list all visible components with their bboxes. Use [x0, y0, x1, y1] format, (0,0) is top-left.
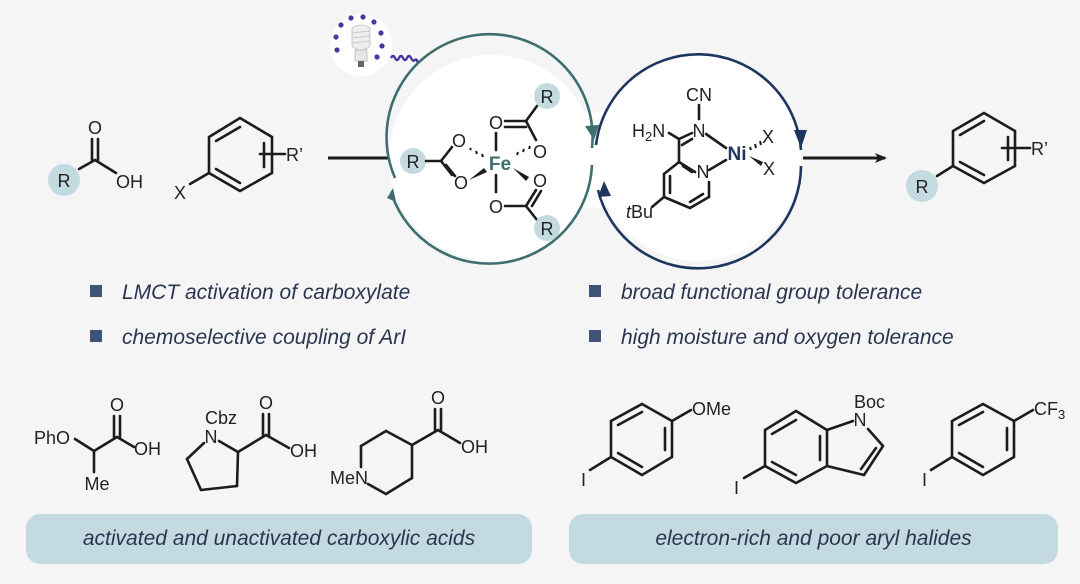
aryl-example-iodoanisole: OMe I [581, 399, 731, 490]
i-label: I [922, 470, 927, 490]
light-wave [389, 54, 420, 65]
ni-cycle-fill [595, 55, 801, 261]
fe-cycle-arc-top [385, 32, 594, 179]
o-label: O [431, 388, 445, 408]
r-label: R [541, 219, 554, 239]
x-label: X [174, 183, 186, 203]
acid-example-cbz-proline: Cbz N O OH [185, 393, 317, 492]
bullet-icon [90, 285, 102, 297]
cbz-label: Cbz [205, 408, 237, 428]
ni-label: Ni [728, 144, 747, 165]
r-label: R [541, 87, 554, 107]
carboxylic-acid-reactant: R O OH [48, 118, 143, 196]
x-label: X [762, 127, 774, 147]
cn-label: CN [686, 85, 712, 105]
fe-cycle-arc-bottom [390, 164, 594, 265]
r-highlight [906, 170, 938, 202]
n-label: N [697, 162, 710, 182]
i-label: I [581, 470, 586, 490]
boc-label: Boc [854, 392, 885, 412]
o-label: O [88, 118, 102, 138]
bullet-icon [90, 330, 102, 342]
ni-cycle-arrowhead [598, 181, 611, 197]
feature-item: chemoselective coupling of ArI [90, 326, 406, 350]
o-label: O [533, 142, 547, 162]
ni-cycle-arc-top [594, 53, 803, 151]
iron-carboxylate-complex: R O O Fe O O R O O R [400, 83, 560, 241]
o-label: O [489, 113, 503, 133]
ni-cycle-arrowhead [794, 130, 807, 148]
feature-item: LMCT activation of carboxylate [90, 281, 410, 305]
o-label: O [533, 171, 547, 191]
aryl-example-boc-iodoindole: N Boc I [734, 392, 885, 498]
i-label: I [734, 478, 739, 498]
r-highlight [48, 164, 80, 196]
oh-label: OH [134, 439, 161, 459]
x-label: X [763, 159, 775, 179]
oh-label: OH [116, 172, 143, 192]
bullet-icon [589, 330, 601, 342]
feature-text: high moisture and oxygen tolerance [621, 326, 954, 349]
bullet-icon [589, 285, 601, 297]
cf3-label: CF3 [1034, 399, 1065, 422]
acids-caption: activated and unactivated carboxylic aci… [26, 514, 532, 564]
n-label: N [205, 427, 218, 447]
acid-example-methylpiperidine: MeN O OH [330, 388, 488, 496]
ni-cycle-arc-bottom [596, 165, 803, 270]
light-dots [333, 14, 385, 60]
pho-label: PhO [34, 428, 70, 448]
feature-text: broad functional group tolerance [621, 281, 923, 304]
iron-catalytic-cycle [385, 32, 599, 265]
r-label: R [58, 171, 71, 191]
men-label: MeN [330, 468, 368, 488]
feature-text: chemoselective coupling of ArI [122, 326, 407, 349]
feature-text: LMCT activation of carboxylate [122, 281, 411, 304]
o-label: O [110, 395, 124, 415]
r-prime-label: R’ [1031, 139, 1048, 159]
h2n-label: H2N [632, 121, 665, 144]
oh-label: OH [461, 437, 488, 457]
aryl-halides-caption: electron-rich and poor aryl halides [569, 514, 1058, 564]
tbu-label: tBu [626, 202, 653, 222]
n-label: N [854, 410, 867, 430]
o-label: O [454, 173, 468, 193]
r-label: R [916, 177, 929, 197]
feature-item: broad functional group tolerance [589, 281, 922, 305]
me-label: Me [84, 474, 109, 494]
nickel-amidine-complex: CN N H2N Ni X X N tBu [626, 85, 775, 222]
aryl-halide-reactant: X R’ [174, 116, 303, 203]
nickel-catalytic-cycle [594, 53, 807, 270]
feature-item: high moisture and oxygen tolerance [589, 326, 954, 350]
caption-text: electron-rich and poor aryl halides [655, 527, 972, 550]
fe-cycle-arrowhead [387, 188, 396, 202]
light-bulb-icon [351, 24, 371, 67]
o-label: O [489, 197, 503, 217]
caption-text: activated and unactivated carboxylic aci… [82, 527, 476, 550]
n-label: N [693, 121, 706, 141]
ome-label: OMe [692, 399, 731, 419]
fe-cycle-arrowhead [585, 125, 599, 140]
light-source [330, 14, 420, 76]
cross-coupled-product: R’ R [906, 111, 1048, 202]
oh-label: OH [290, 441, 317, 461]
aryl-example-iodobenzotrifluoride: CF3 I [922, 399, 1065, 490]
acid-example-2-phenoxypropanoic: PhO Me O OH [34, 395, 161, 494]
r-label: R [407, 152, 420, 172]
r-prime-label: R’ [286, 145, 303, 165]
o-label: O [452, 131, 466, 151]
o-label: O [259, 393, 273, 413]
fe-label: Fe [489, 154, 511, 175]
